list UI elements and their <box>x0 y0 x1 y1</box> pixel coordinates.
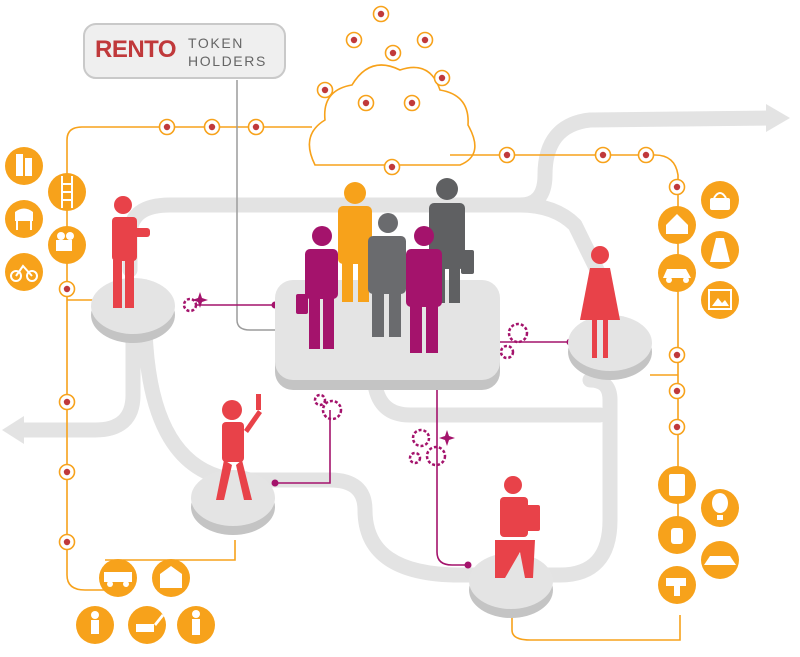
token-icon <box>58 463 76 481</box>
film-camera-icon <box>48 226 86 264</box>
vintage-car-icon <box>99 559 137 597</box>
person-holder-magenta-right <box>406 226 442 353</box>
token-icon <box>637 146 655 164</box>
building-icon <box>152 559 190 597</box>
gardener-icon <box>177 606 215 644</box>
token-icon <box>58 533 76 551</box>
gear-icon <box>182 297 529 467</box>
hot-air-balloon-icon <box>701 489 739 527</box>
token-cloud <box>308 64 476 166</box>
right-arrow-head <box>766 104 790 132</box>
token-icon <box>416 31 434 49</box>
token-icon <box>372 5 390 23</box>
platform-renter <box>568 315 652 380</box>
sports-car-icon <box>701 541 739 579</box>
asset-icons <box>5 147 739 644</box>
token-icon <box>668 418 686 436</box>
token-icon <box>383 158 401 176</box>
token-path-top-left <box>66 126 312 300</box>
main-loop-track <box>122 110 778 278</box>
person-holder-orange <box>338 182 372 302</box>
token-icon <box>403 94 421 112</box>
platform-service <box>191 470 275 535</box>
bicycle-icon <box>5 253 43 291</box>
token-icon <box>384 44 402 62</box>
token-path-bottom <box>105 540 236 561</box>
token-icon <box>316 81 334 99</box>
left-arrow-head <box>2 416 24 444</box>
person-reader <box>495 476 540 578</box>
handbag-icon <box>701 181 739 219</box>
flow-tracks <box>12 110 778 583</box>
coffee-machine-icon <box>658 466 696 504</box>
rento-logo: RENTO <box>95 36 177 63</box>
inner-loop-track <box>137 322 618 583</box>
token-icon <box>668 382 686 400</box>
rento-tokens <box>58 5 686 551</box>
person-painter <box>216 394 262 500</box>
rento-token-holders-label: RENTO TOKEN HOLDERS <box>83 23 286 79</box>
center-track <box>367 377 608 423</box>
token-icon <box>247 118 265 136</box>
excavator-icon <box>128 606 166 644</box>
token-path-bottom-right <box>511 600 681 641</box>
magenta-connectors <box>195 304 570 566</box>
token-icon <box>433 69 451 87</box>
dress-icon <box>701 231 739 269</box>
picture-frame-icon <box>701 281 739 319</box>
token-paths <box>66 126 681 641</box>
token-icon <box>58 280 76 298</box>
right-track <box>512 197 610 288</box>
token-icon <box>357 94 375 112</box>
token-icon <box>668 178 686 196</box>
token-icon <box>668 346 686 364</box>
house-icon <box>658 206 696 244</box>
drill-icon <box>658 566 696 604</box>
token-path-top-right <box>450 154 679 550</box>
worker-icon <box>76 606 114 644</box>
logo-connector <box>236 80 280 331</box>
person-renter <box>580 246 620 358</box>
chair-icon <box>5 200 43 238</box>
token-holders-group <box>296 178 474 353</box>
token-icon <box>58 393 76 411</box>
person-holder-magenta-left <box>296 226 338 349</box>
token-icon <box>498 146 516 164</box>
token-icon <box>345 31 363 49</box>
logo-line-token: TOKEN <box>188 35 244 51</box>
left-exit-track <box>12 322 141 438</box>
buildings-icon <box>5 147 43 185</box>
token-icon <box>158 118 176 136</box>
platforms <box>91 278 652 618</box>
ladder-icon <box>48 173 86 211</box>
spark-icon <box>192 292 455 446</box>
token-icon <box>594 146 612 164</box>
token-icon <box>203 118 221 136</box>
token-path-left <box>66 299 105 591</box>
logo-line-holders: HOLDERS <box>188 53 267 69</box>
person-holder-grey <box>368 213 406 337</box>
person-owner <box>112 196 150 308</box>
car-icon <box>658 254 696 292</box>
cleaning-icon <box>658 516 696 554</box>
